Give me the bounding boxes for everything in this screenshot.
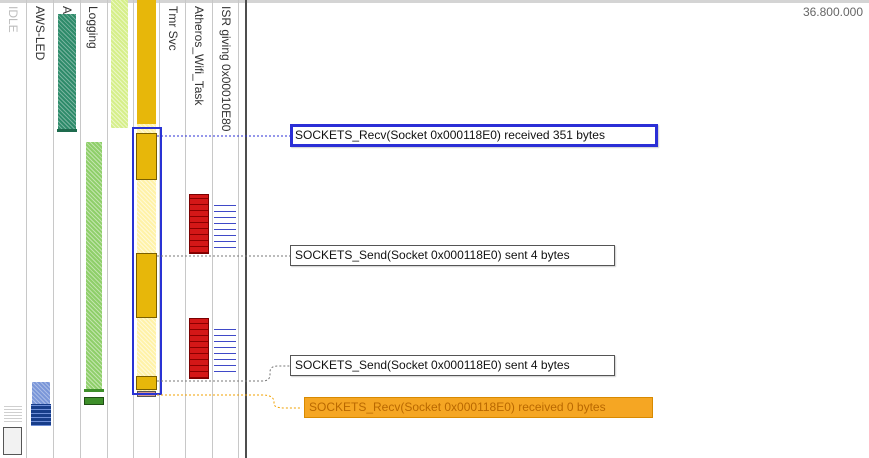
lane-label-idle: IDLE	[6, 6, 20, 33]
time-readout: 36.800.000	[802, 5, 863, 19]
lane-separator	[53, 0, 54, 458]
task-a-run-marker	[57, 129, 77, 132]
idle-activity-ticks	[4, 404, 22, 422]
lane-separator	[107, 0, 108, 458]
event-label-recv-0[interactable]: SOCKETS_Recv(Socket 0x000118E0) received…	[304, 397, 653, 418]
lane-5-ready-block[interactable]	[111, 0, 128, 128]
aws-led-ready-block[interactable]	[32, 382, 50, 404]
isr-events[interactable]	[214, 324, 236, 372]
lane-separator	[185, 0, 186, 458]
connector-recv-0	[157, 394, 302, 409]
timeline-top-border	[0, 0, 869, 3]
event-label-recv-351[interactable]: SOCKETS_Recv(Socket 0x000118E0) received…	[290, 124, 658, 147]
lane-label-aws-led: AWS-LED	[33, 6, 47, 61]
task-selection-frame[interactable]	[132, 127, 162, 395]
lane-label-logging: Logging	[86, 6, 100, 49]
lane-separator	[238, 0, 239, 458]
atheros-run-block[interactable]	[189, 318, 209, 379]
lane-label-tmr-svc: Tmr Svc	[166, 6, 180, 51]
lane-separator	[26, 0, 27, 458]
lane-label-a: A	[60, 6, 74, 15]
lane-separator	[80, 0, 81, 458]
aws-led-run-block[interactable]	[31, 404, 51, 426]
atheros-run-block[interactable]	[189, 194, 209, 254]
logging-run-block[interactable]	[84, 397, 104, 405]
event-label-send-4[interactable]: SOCKETS_Send(Socket 0x000118E0) sent 4 b…	[290, 355, 615, 376]
logging-ready-block[interactable]	[86, 142, 102, 389]
timeline-divider[interactable]	[245, 0, 247, 458]
lane-label-isr: ISR giving 0x00010E80	[219, 6, 233, 132]
lane-separator	[159, 0, 160, 458]
task-run-segment[interactable]	[136, 376, 157, 390]
isr-events[interactable]	[214, 201, 236, 248]
logging-run-marker	[84, 389, 104, 392]
connector-send-4-b	[157, 365, 290, 382]
lane-separator	[212, 0, 213, 458]
event-label-send-4[interactable]: SOCKETS_Send(Socket 0x000118E0) sent 4 b…	[290, 245, 615, 266]
task-run-segment[interactable]	[136, 133, 157, 180]
task-a-ready-block[interactable]	[58, 14, 76, 130]
task-running-block[interactable]	[137, 0, 156, 124]
task-run-segment[interactable]	[136, 253, 157, 318]
lane-label-atheros-wifi-task: Atheros_Wifi_Task	[192, 6, 206, 106]
scroll-thumb[interactable]	[3, 427, 22, 455]
